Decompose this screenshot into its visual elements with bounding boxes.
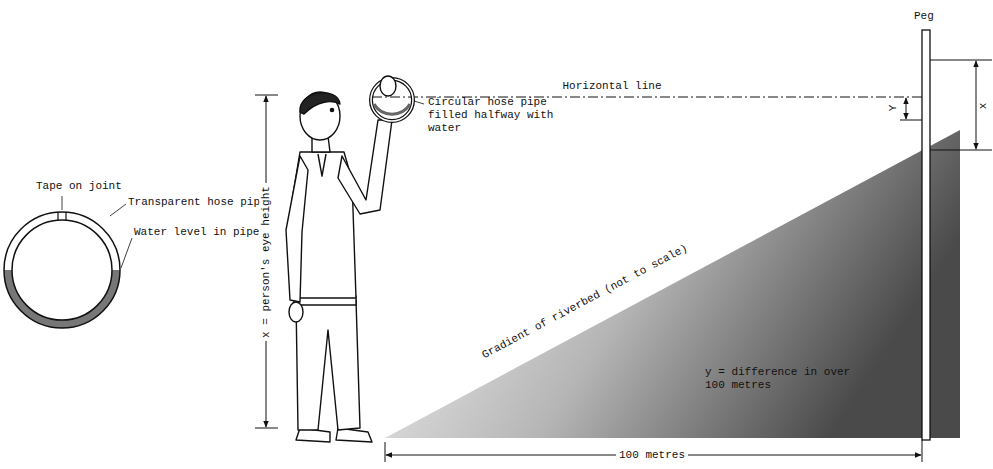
part-label: Tape on joint (36, 180, 122, 193)
hose-ring-detail (4, 196, 132, 328)
dimension-label: x (976, 103, 989, 110)
hose-label: Circular hose pipe filled halfway with w… (428, 96, 578, 135)
part-label: Transparent hose pipe (128, 196, 267, 209)
riverbed (385, 130, 960, 438)
part-label: Water level in pipe (134, 226, 259, 239)
note-label: y = difference in over 100 metres (705, 366, 855, 392)
line-label: Horizontal line (559, 80, 664, 93)
peg-label: Peg (914, 10, 934, 23)
dimension-label: Y (887, 105, 900, 112)
y-dimension (906, 98, 907, 119)
dimension-label: x = person's eye height (260, 183, 273, 341)
dimension-label: 100 metres (616, 449, 688, 462)
peg (922, 30, 930, 440)
person (286, 76, 424, 442)
